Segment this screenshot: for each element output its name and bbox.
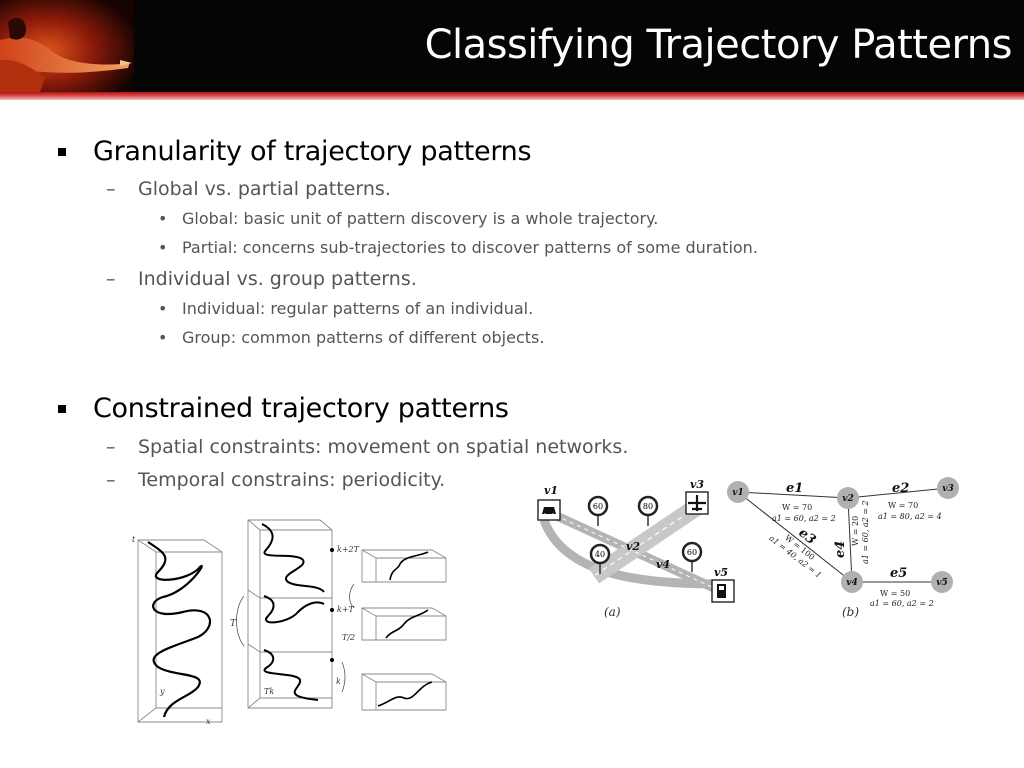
node-label-v1: v1 [544, 484, 558, 497]
square-bullet-icon [58, 148, 66, 156]
node-label-v4: v4 [656, 558, 670, 571]
space-time-cube-large [137, 539, 223, 723]
section-heading-text: Constrained trajectory patterns [93, 393, 509, 424]
graph-node-v2 [837, 487, 859, 509]
dash-bullet-icon: – [106, 436, 116, 458]
svg-text:80: 80 [643, 502, 653, 511]
edge-label-e5: e5 [890, 566, 907, 581]
square-bullet-icon [58, 405, 66, 413]
graph-node-v1 [727, 481, 749, 503]
sub-item-text: Group: common patterns of different obje… [182, 328, 545, 347]
trajectory-path-period-1 [261, 523, 325, 593]
edge-label-e4: e4 [833, 541, 848, 558]
edge-label-e2: e2 [892, 481, 909, 496]
airplane-icon [685, 491, 709, 515]
speed-sign-60-top: 60 [587, 495, 609, 526]
sub-item-text: Individual: regular patterns of an indiv… [182, 299, 534, 318]
periodic-pattern-figure: t y x k+2T k+T T Tk [132, 519, 447, 726]
dash-bullet-icon: – [106, 469, 116, 491]
edge-weight-e2: W = 70 [888, 501, 918, 510]
node-label-v5: v5 [714, 566, 728, 579]
graph-node-label: v1 [732, 488, 744, 498]
road-network-figure-a: 60 80 40 60 v1 v3 v2 v4 v5 (a) [537, 478, 735, 619]
trajectory-slice-2 [385, 609, 429, 639]
trajectory-path-period-2 [263, 595, 325, 624]
dash-bullet-icon: – [106, 178, 116, 200]
dot-bullet-icon: • [158, 209, 168, 228]
caption-a: (a) [604, 605, 621, 619]
axis-label-y: y [159, 687, 165, 696]
node-label-v3: v3 [690, 478, 704, 491]
edge-weight-e1: W = 70 [782, 503, 812, 512]
label-k-plus-T: k+T [337, 605, 355, 614]
dancer-photo [0, 0, 134, 92]
space-time-cube-slices [361, 549, 447, 711]
car-icon [537, 499, 561, 521]
list-item-text: Spatial constraints: movement on spatial… [138, 436, 629, 458]
section-heading-text: Granularity of trajectory patterns [93, 136, 532, 167]
trajectory-slice-3 [377, 681, 433, 707]
dot-bullet-icon: • [158, 238, 168, 257]
edge-label-e1: e1 [786, 481, 803, 496]
trajectory-path-long [147, 541, 211, 718]
svg-text:60: 60 [687, 548, 697, 557]
slide-title: Classifying Trajectory Patterns [424, 22, 1013, 68]
svg-text:40: 40 [595, 550, 605, 559]
svg-text:60: 60 [593, 502, 603, 511]
graph-node-v3 [937, 477, 959, 499]
graph-node-v5 [931, 571, 953, 593]
edge-weight-e5: W = 50 [880, 589, 910, 598]
trajectory-path-period-3 [263, 649, 319, 701]
dot-bullet-icon: • [158, 328, 168, 347]
edge-attrs-e1: a1 = 60, a2 = 2 [772, 514, 836, 523]
dash-bullet-icon: – [106, 268, 116, 290]
edge-attrs-e4: a1 = 60, a2 = 2 [861, 500, 870, 564]
speed-sign-40: 40 [589, 543, 611, 574]
speed-sign-60-bottom: 60 [681, 541, 703, 572]
sub-item-text: Partial: concerns sub-trajectories to di… [182, 238, 758, 257]
graph-node-label: v2 [842, 494, 854, 504]
label-T: T [230, 619, 237, 629]
road-graph-figure-b: v1 v2 v3 v4 v5 e1 W = 70 a1 = 60, a2 = 2… [727, 477, 959, 619]
header-bar: Classifying Trajectory Patterns [0, 0, 1024, 92]
trajectory-slice-1 [389, 551, 429, 581]
label-Tk: Tk [264, 687, 274, 696]
fuel-pump-icon [711, 579, 735, 603]
graph-edges [737, 487, 949, 583]
label-T-half: T/2 [342, 633, 355, 642]
edge-attrs-e5: a1 = 60, a2 = 2 [870, 599, 934, 608]
caption-b: (b) [842, 605, 859, 619]
list-item-text: Temporal constrains: periodicity. [138, 469, 446, 491]
list-item-text: Individual vs. group patterns. [138, 268, 417, 290]
graph-node-v4 [841, 571, 863, 593]
axis-label-x: x [206, 717, 211, 726]
label-k-plus-2T: k+2T [337, 545, 360, 554]
label-k: k [336, 677, 341, 686]
sub-item-text: Global: basic unit of pattern discovery … [182, 209, 659, 228]
node-label-v2: v2 [626, 540, 640, 553]
edge-attrs-e2: a1 = 80, a2 = 4 [878, 512, 942, 521]
graph-nodes [727, 477, 959, 593]
speed-sign-80: 80 [637, 495, 659, 526]
edge-weight-e4: W = 20 [851, 516, 860, 546]
graph-node-label: v5 [936, 578, 948, 588]
header-divider [0, 92, 1024, 100]
list-item-text: Global vs. partial patterns. [138, 178, 391, 200]
dot-bullet-icon: • [158, 299, 168, 318]
graph-node-label: v4 [846, 578, 858, 588]
axis-label-t: t [132, 535, 136, 544]
graph-node-label: v3 [942, 484, 954, 494]
space-time-cube-stack [247, 519, 333, 709]
